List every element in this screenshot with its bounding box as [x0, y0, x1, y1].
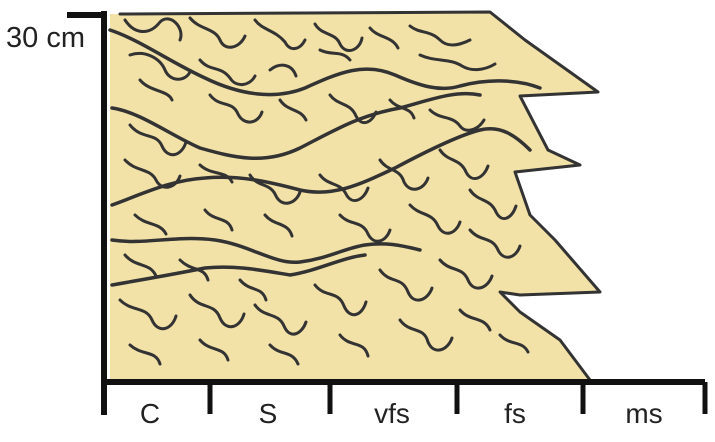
grain-label-silt: S [228, 398, 308, 430]
vertical-axis [70, 14, 104, 412]
vertical-scale-label: 30 cm [6, 22, 85, 55]
grain-label-clay: C [110, 398, 190, 430]
grain-label-medium-sand: ms [604, 398, 684, 430]
grain-label-fine-sand: fs [475, 398, 555, 430]
grain-label-very-fine-sand: vfs [352, 398, 432, 430]
